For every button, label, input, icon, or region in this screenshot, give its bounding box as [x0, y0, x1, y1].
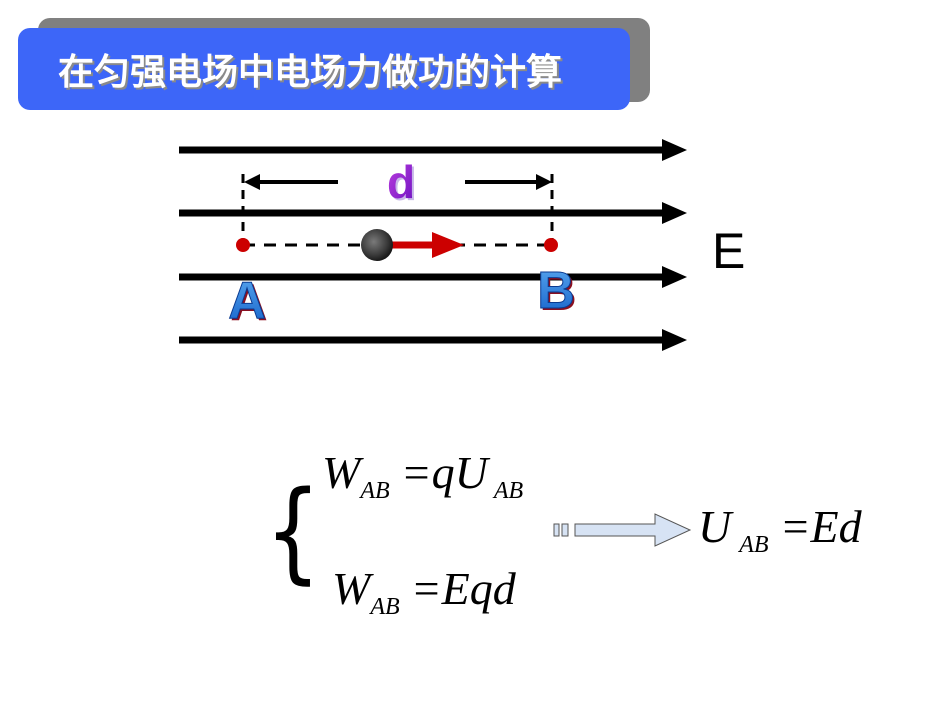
field-line [179, 329, 687, 351]
point-b-label-shadow: B [539, 264, 577, 322]
distance-indicator [241, 174, 554, 244]
field-line [179, 139, 687, 161]
equals-sign: = [413, 563, 440, 614]
formula-symbol: W [322, 447, 361, 498]
formula-symbol: W [332, 563, 371, 614]
field-line [179, 266, 687, 288]
point-a-marker [236, 238, 250, 252]
system-brace: { [265, 467, 321, 595]
formula-result: U AB =Ed [698, 500, 862, 558]
formula-symbol: Ed [810, 501, 862, 552]
formula-symbol: U [698, 501, 732, 552]
point-a-label-shadow: A [230, 274, 268, 332]
point-a-label: A [228, 272, 266, 330]
title-banner: 在匀强电场中电场力做功的计算 [18, 28, 630, 110]
equals-sign: = [403, 447, 430, 498]
force-arrow [390, 232, 464, 258]
distance-label: d [387, 156, 415, 208]
formula-work-field: WAB =Eqd [332, 562, 516, 620]
distance-right-arrowhead [536, 174, 552, 190]
formula-subscript: AB [739, 532, 769, 558]
equals-sign: = [782, 501, 809, 552]
formula-symbol: qU [431, 447, 488, 498]
formula-subscript: AB [360, 478, 390, 504]
formula-symbol: Eqd [441, 563, 516, 614]
distance-left-arrowhead [244, 174, 260, 190]
point-b-label: B [537, 262, 575, 320]
implication-arrow [553, 513, 692, 547]
charge-particle [361, 229, 393, 261]
field-line [179, 202, 687, 224]
formula-subscript: AB [493, 478, 524, 504]
page-title: 在匀强电场中电场力做功的计算 [58, 52, 563, 93]
field-label: E [712, 223, 746, 279]
point-b-marker [544, 238, 558, 252]
formula-subscript: AB [370, 594, 400, 620]
distance-label-shadow: d [389, 158, 417, 210]
